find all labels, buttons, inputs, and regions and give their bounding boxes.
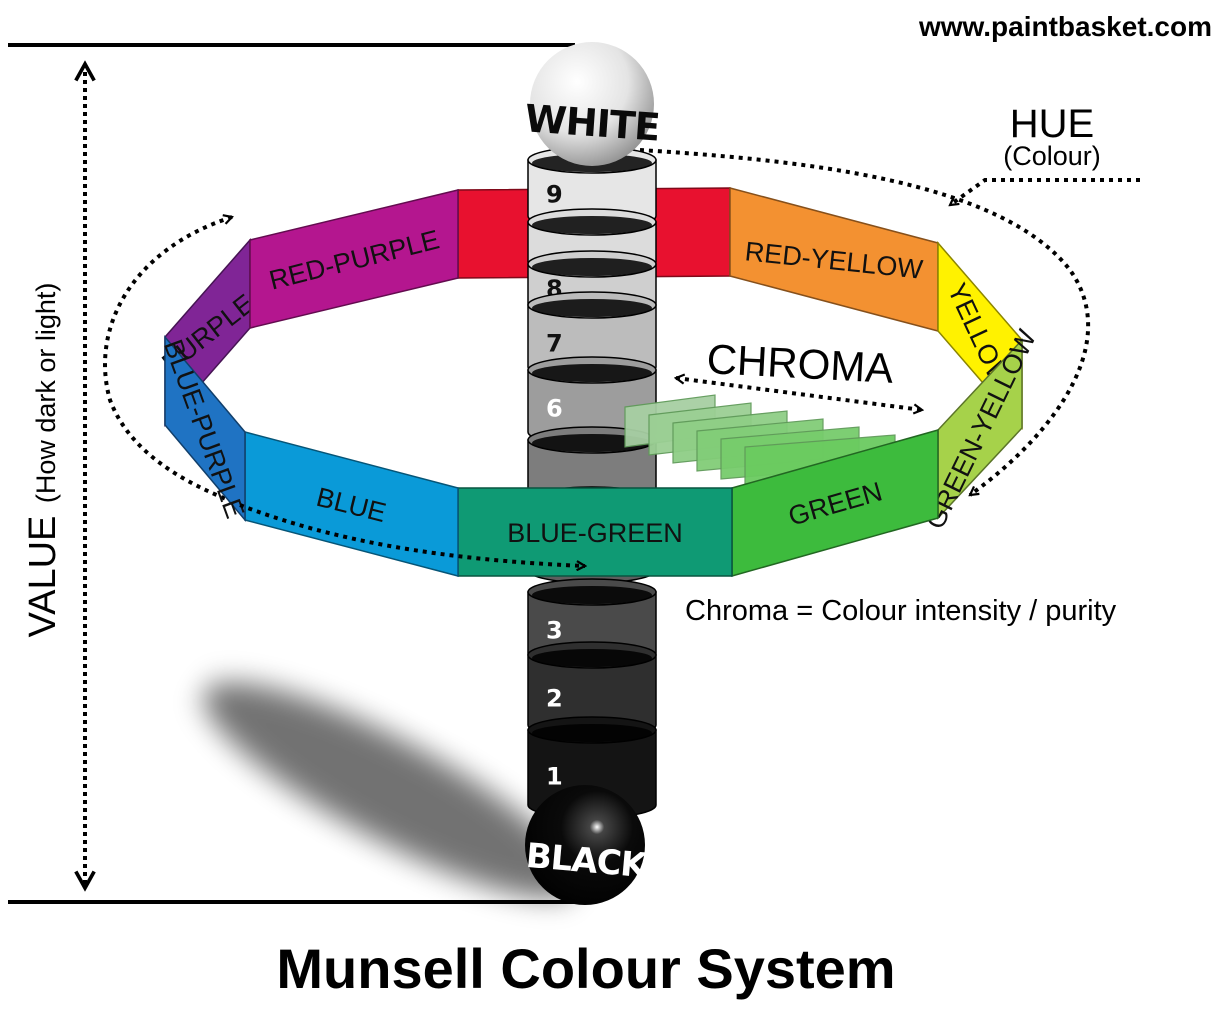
diagram-title: Munsell Colour System [276, 937, 895, 1000]
hue-sublabel: (Colour) [1003, 141, 1101, 171]
value-sublabel: (How dark or light) [31, 283, 61, 504]
black-ball: BLACK [524, 785, 650, 905]
chroma-definition: Chroma = Colour intensity / purity [685, 595, 1117, 627]
hue-band: BLUE-GREEN [457, 487, 733, 577]
hue-band: RED-YELLOW [729, 187, 939, 332]
hue-circle-arrow-left [103, 217, 585, 566]
white-label: WHITE [523, 96, 660, 149]
value-disc-label: 1 [546, 763, 563, 791]
hue-pointer-arrow [950, 178, 1140, 207]
value-disc-label: 6 [546, 394, 563, 422]
white-ball: WHITE [523, 42, 661, 166]
hue-label: HUE [1010, 102, 1094, 146]
value-label: VALUE [22, 516, 64, 638]
value-disc-label: 9 [546, 181, 563, 209]
chroma-label: CHROMA [706, 335, 895, 392]
value-disc: 2 [527, 641, 657, 739]
value-disc: 6 [527, 356, 657, 446]
hue-band: GREEN [731, 429, 939, 577]
hue-circle-arrow-front [239, 503, 585, 566]
hue-band: RED-PURPLE [249, 189, 459, 329]
pole-shadow [203, 681, 577, 899]
value-disc-label: 2 [546, 684, 563, 712]
hue-band: BLUE [244, 431, 459, 577]
hue-circle-arrow [639, 148, 1090, 497]
value-axis-label: VALUE (How dark or light) [22, 283, 64, 638]
value-disc-label: 3 [546, 616, 563, 644]
value-disc-label: 7 [546, 329, 563, 357]
website-url: www.paintbasket.com [918, 11, 1212, 42]
hue-band-label: BLUE-GREEN [507, 518, 683, 548]
